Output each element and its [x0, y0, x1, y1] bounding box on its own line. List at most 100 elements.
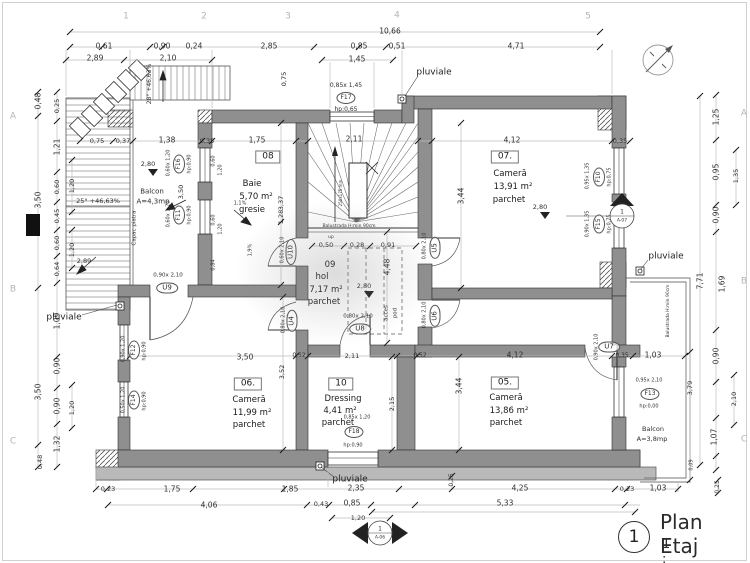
label-tagu: U10	[285, 238, 297, 266]
label-tiny: 1,20	[217, 164, 224, 176]
label-dim: A=4,3mp	[136, 197, 170, 206]
label-dim: 1,20	[350, 513, 366, 522]
label-room: 13,86 m²	[489, 405, 529, 416]
label-dim: 1,35	[731, 168, 740, 184]
label-dim: 1,03	[644, 350, 662, 360]
drawing-title: Plan Etaj	[660, 510, 703, 558]
label-tiny: up	[328, 234, 334, 240]
label-dim: 0,24	[185, 41, 203, 51]
label-grid: B	[9, 284, 17, 295]
label-dim: 2,35	[347, 483, 365, 493]
label-grid: A	[9, 111, 17, 122]
label-room: gresie	[239, 204, 265, 215]
north-arrow-icon	[642, 44, 674, 76]
label-roomnum: 05.	[490, 376, 520, 390]
label-room: parchet	[492, 194, 526, 205]
label-dim: 0,37	[115, 136, 131, 145]
label-room: Dressing	[324, 393, 362, 404]
roof-ridge-tiles	[68, 58, 151, 140]
label-dim: 0,75	[279, 71, 288, 87]
leader-lines	[81, 75, 649, 478]
dimension-ticks	[34, 28, 740, 522]
label-tiny: hp:0,90	[141, 341, 148, 361]
label-dim: 10,66	[379, 26, 401, 36]
label-dim: 0,35	[615, 352, 629, 359]
bottom-eave-band	[95, 466, 657, 481]
label-dim: 0,51	[388, 41, 406, 51]
label-tiny: hp:0,90	[186, 205, 193, 225]
section-cut-bar	[26, 214, 40, 236]
label-tiny: 0,50x 1,20	[120, 386, 127, 414]
label-dim: 1,85	[281, 484, 299, 494]
label-dim: 1,20	[67, 242, 76, 258]
label-tagf: F13	[640, 388, 660, 400]
label-lvl: 2,80	[140, 159, 156, 168]
label-dim: 0,90	[153, 41, 171, 51]
label-tiny: Balustrada H:min 90cm	[322, 223, 376, 229]
label-tiny: 250x175 mm	[338, 179, 343, 207]
label-dim: 3,37	[276, 195, 285, 211]
label-dim: 2,11	[344, 351, 360, 360]
label-dim: 0,48	[33, 92, 43, 110]
label-dim: 3,50	[176, 184, 185, 200]
label-dim: A=3,8mp	[636, 434, 668, 443]
label-dim: 1,75	[248, 135, 266, 145]
label-dim: 0,25	[714, 480, 721, 494]
label-tagf: F10	[593, 167, 605, 187]
label-room: parchet	[321, 417, 355, 428]
drawing-scale: 1 : 50	[662, 537, 671, 563]
label-room: parchet	[307, 296, 341, 307]
label-roomnum: 06.	[233, 377, 263, 391]
label-tiny: acces	[383, 305, 390, 321]
label-tagf: F18	[344, 426, 364, 438]
label-dim: 0,43	[313, 499, 329, 508]
label-dim: 0,52	[413, 352, 427, 359]
label-dim: 1,07	[709, 428, 719, 446]
label-tiny: 0,85x 1,20	[343, 414, 371, 421]
label-tiny: 0,80x 2,10	[421, 232, 428, 260]
label-dim: 4,12	[506, 350, 524, 360]
label-dim: 4,06	[200, 500, 218, 510]
label-tiny: hp:0,75	[606, 167, 613, 187]
label-dim: 7,71	[695, 272, 705, 290]
label-tiny: 0,95x 1,35	[584, 162, 591, 190]
label-tiny: hp:0,00	[639, 403, 659, 410]
label-dim: 0,90	[52, 357, 62, 375]
label-dim: 0,60	[52, 235, 61, 251]
label-dim: 0,64	[52, 261, 61, 277]
label-dim: 3,44	[456, 187, 466, 205]
section-bottom-number: 1	[378, 525, 382, 533]
label-note: pluviale	[648, 251, 684, 262]
label-room: Cameră	[493, 168, 527, 179]
label-dim: 1,69	[717, 275, 727, 293]
label-dim: 0,85	[343, 498, 361, 508]
label-dim: 0,25	[52, 98, 61, 114]
label-note: pluviale	[416, 67, 452, 78]
label-dim: 1,20	[67, 400, 76, 416]
label-dim: 25° +46,63%	[76, 196, 120, 205]
label-dim: 2,10	[729, 391, 738, 407]
label-tagf: F11	[173, 205, 185, 225]
label-tiny: 0,60	[210, 214, 217, 226]
label-dim: 2,89	[76, 256, 92, 265]
label-dim: 2,89	[86, 53, 104, 63]
label-room: 7,17 m²	[309, 284, 343, 295]
label-dim: 2,10	[159, 53, 177, 63]
label-dim: 0,23	[100, 484, 116, 493]
label-note: pluviale	[332, 474, 368, 485]
label-grid: C	[9, 436, 17, 447]
label-room: parchet	[489, 417, 523, 428]
label-dim: 1,32	[52, 435, 62, 453]
label-dim: 1,25	[711, 108, 721, 126]
slope-arrows	[76, 69, 252, 275]
label-grid: 5	[585, 11, 591, 22]
label-tiny: Capac piatra	[131, 210, 138, 246]
label-grid: C	[740, 434, 748, 445]
label-tagf: F16	[173, 154, 185, 174]
label-tiny: hp:0,90	[186, 154, 193, 174]
label-tiny: 1,9%	[247, 243, 254, 257]
label-dim: 0,61	[95, 41, 113, 51]
label-tagf: F14	[128, 390, 140, 410]
label-dim: 3,50	[33, 191, 43, 209]
